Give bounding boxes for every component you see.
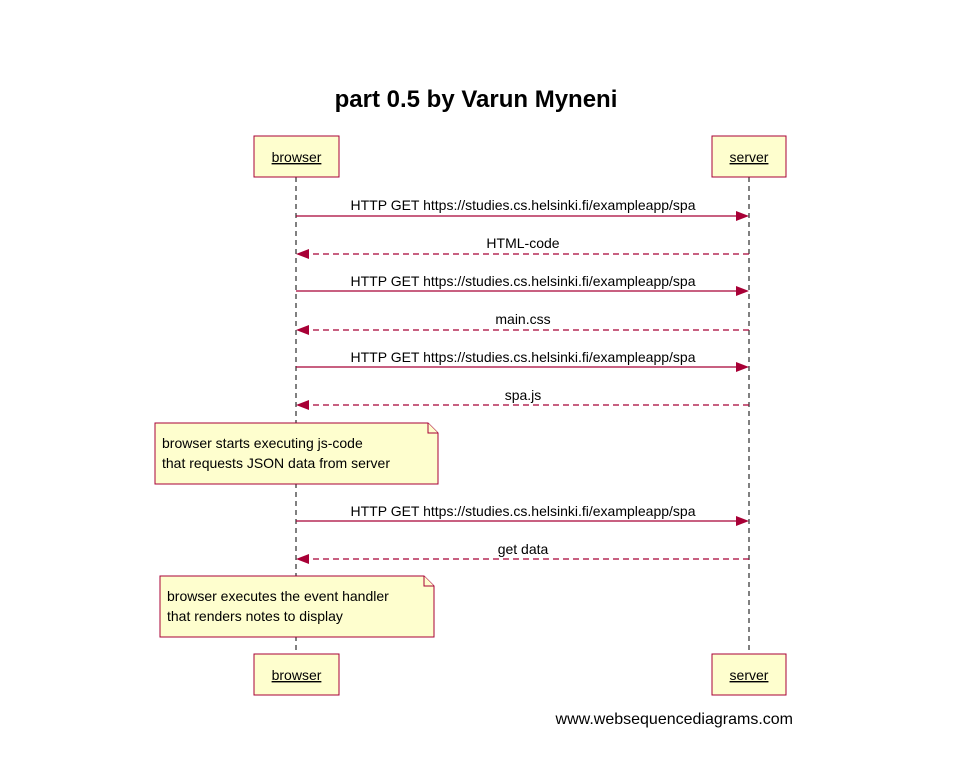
message-response-data: get data (296, 541, 749, 564)
footer-link[interactable]: www.websequencediagrams.com (555, 711, 793, 728)
message-response-js: spa.js (296, 387, 749, 410)
note-event-handler: browser executes the event handler that … (159, 575, 435, 638)
browser-actor-bottom: browser (253, 653, 340, 696)
message-request-js: HTTP GET https://studies.cs.helsinki.fi/… (296, 349, 749, 372)
message-label: HTTP GET https://studies.cs.helsinki.fi/… (351, 503, 696, 519)
browser-actor-top: browser (253, 135, 340, 178)
message-label: HTTP GET https://studies.cs.helsinki.fi/… (351, 349, 696, 365)
message-request-css: HTTP GET https://studies.cs.helsinki.fi/… (296, 273, 749, 296)
message-response-html: HTML-code (296, 235, 749, 259)
message-label: get data (498, 541, 549, 557)
message-label: HTTP GET https://studies.cs.helsinki.fi/… (351, 197, 696, 213)
server-actor-top: server (711, 135, 787, 178)
message-response-css: main.css (296, 311, 749, 335)
note-line: that renders notes to display (167, 608, 343, 624)
message-label: main.css (495, 311, 550, 327)
server-actor-label: server (730, 149, 769, 165)
note-line: that requests JSON data from server (162, 455, 390, 471)
message-label: HTTP GET https://studies.cs.helsinki.fi/… (351, 273, 696, 289)
browser-actor-label: browser (272, 149, 322, 165)
message-request-data: HTTP GET https://studies.cs.helsinki.fi/… (296, 503, 749, 526)
note-line: browser starts executing js-code (162, 435, 363, 451)
note-line: browser executes the event handler (167, 588, 389, 604)
server-actor-bottom: server (711, 653, 787, 696)
diagram-title: part 0.5 by Varun Myneni (335, 86, 618, 113)
server-actor-label: server (730, 667, 769, 683)
note-js-execution: browser starts executing js-code that re… (154, 422, 439, 485)
message-label: HTML-code (486, 235, 559, 251)
message-label: spa.js (505, 387, 542, 403)
message-request-html: HTTP GET https://studies.cs.helsinki.fi/… (296, 197, 749, 221)
browser-actor-label: browser (272, 667, 322, 683)
